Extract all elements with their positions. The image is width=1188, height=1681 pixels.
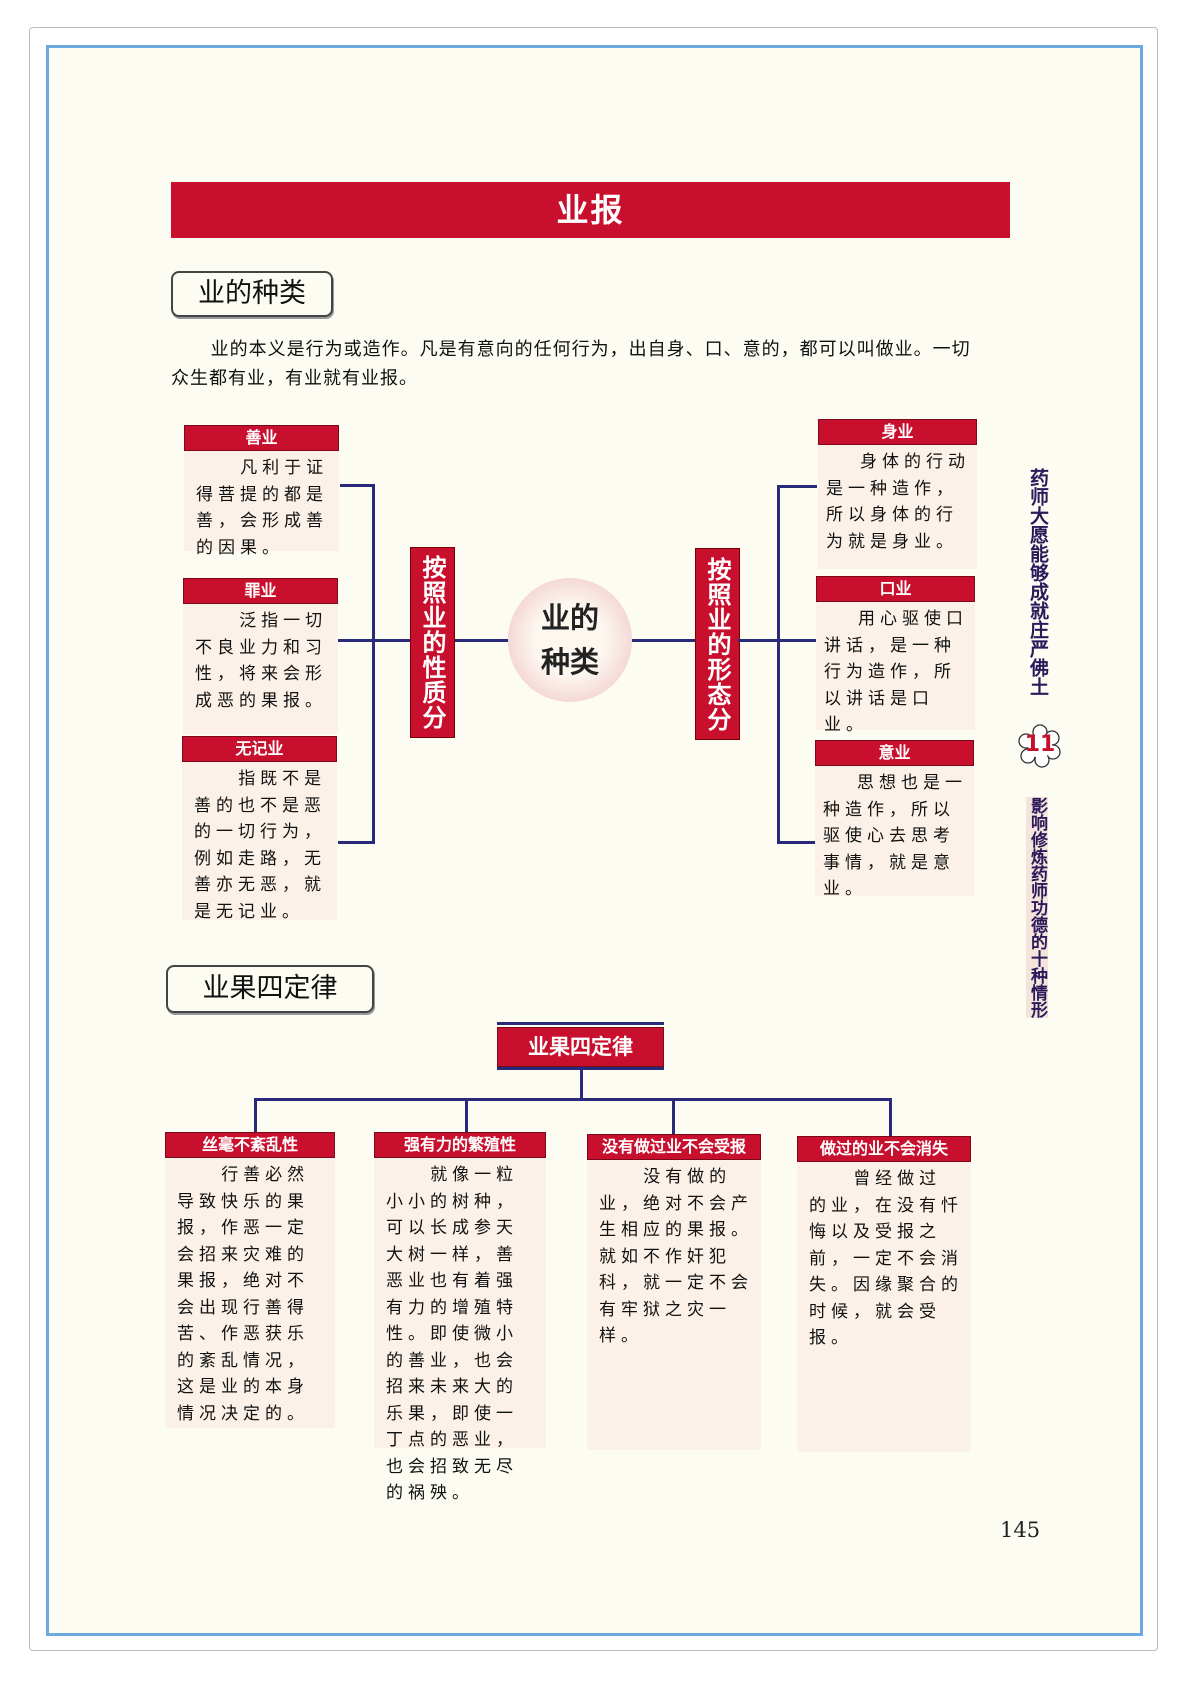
item-text: 就像一粒小小的树种，可以长成参天大树一样，善恶业也有着强有力的增殖特性。即使微小… [374, 1158, 546, 1503]
connector [338, 841, 374, 844]
connector [889, 1098, 892, 1136]
connector [254, 1098, 892, 1101]
connector [672, 1098, 675, 1134]
item-text: 指既不是善的也不是恶的一切行为，例如走路，无善亦无恶，就是无记业。 [182, 762, 337, 922]
page-number: 145 [1000, 1518, 1041, 1542]
item-title: 无记业 [182, 736, 337, 762]
law-item-4: 做过的业不会消失 曾经做过的业，在没有忏悔以及受报之前，一定不会消失。因缘聚合的… [797, 1136, 971, 1452]
left-item-neutral: 无记业 指既不是善的也不是恶的一切行为，例如走路，无善亦无恶，就是无记业。 [182, 736, 337, 922]
axis-by-form: 按照业的形态分 [695, 548, 740, 740]
item-text: 没有做的业，绝对不会产生相应的果报。就如不作奸犯科，就一定不会有牢狱之灾一样。 [587, 1160, 761, 1450]
left-item-sin: 罪业 泛指一切不良业力和习性，将来会形成恶的果报。 [183, 578, 338, 734]
law-item-2: 强有力的繁殖性 就像一粒小小的树种，可以长成参天大树一样，善恶业也有着强有力的增… [374, 1132, 546, 1503]
item-text: 身体的行动是一种造作，所以身体的行为就是身业。 [818, 445, 977, 569]
item-text: 行善必然导致快乐的果报，作恶一定会招来灾难的果报，绝对不会出现行善得苦、作恶获乐… [165, 1158, 335, 1428]
page-title: 业报 [171, 182, 1010, 238]
chapter-number: 11 [1024, 732, 1056, 757]
item-text: 思想也是一种造作，所以驱使心去思考事情，就是意业。 [815, 766, 974, 899]
connector [632, 639, 695, 642]
right-item-speech: 口业 用心驱使口讲话，是一种行为造作，所以讲话是口业。 [816, 576, 975, 735]
connector [777, 485, 817, 488]
left-item-good: 善业 凡利于证得菩提的都是善，会形成善的因果。 [184, 425, 339, 558]
item-text: 曾经做过的业，在没有忏悔以及受报之前，一定不会消失。因缘聚合的时候，就会受报。 [797, 1162, 971, 1452]
right-item-body: 身业 身体的行动是一种造作，所以身体的行为就是身业。 [818, 419, 977, 569]
connector [338, 639, 410, 642]
item-title: 丝毫不紊乱性 [165, 1132, 335, 1158]
connector [777, 485, 780, 844]
chapter-title: 药师大愿能够成就庄严佛土 [1027, 468, 1049, 696]
law-item-1: 丝毫不紊乱性 行善必然导致快乐的果报，作恶一定会招来灾难的果报，绝对不会出现行善… [165, 1132, 335, 1428]
intro-paragraph: 业的本义是行为或造作。凡是有意向的任何行为，出自身、口、意的，都可以叫做业。一切… [171, 339, 971, 389]
item-text: 泛指一切不良业力和习性，将来会形成恶的果报。 [183, 604, 338, 734]
item-text: 用心驱使口讲话，是一种行为造作，所以讲话是口业。 [816, 602, 975, 735]
connector [465, 1098, 468, 1132]
law-item-3: 没有做过业不会受报 没有做的业，绝对不会产生相应的果报。就如不作奸犯科，就一定不… [587, 1134, 761, 1450]
connector [777, 841, 817, 844]
item-title: 口业 [816, 576, 975, 602]
connector [453, 639, 509, 642]
item-title: 身业 [818, 419, 977, 445]
connector [340, 484, 374, 487]
item-text: 凡利于证得菩提的都是善，会形成善的因果。 [184, 451, 339, 558]
root-label: 业果四定律 [497, 1027, 664, 1067]
connector [580, 1070, 583, 1100]
item-title: 善业 [184, 425, 339, 451]
center-circle: 业的 种类 [508, 578, 632, 702]
section-side-title: 影响修炼药师功德的十种情形 [1026, 797, 1048, 1018]
connector [254, 1098, 257, 1132]
right-item-mind: 意业 思想也是一种造作，所以驱使心去思考事情，就是意业。 [815, 740, 974, 899]
item-title: 罪业 [183, 578, 338, 604]
root-node: 业果四定律 [497, 1022, 664, 1070]
section-heading-types: 业的种类 [171, 271, 333, 317]
item-title: 意业 [815, 740, 974, 766]
connector [372, 484, 375, 844]
center-line-1: 业的 [540, 601, 599, 635]
axis-by-nature: 按照业的性质分 [410, 547, 455, 738]
section-heading-laws: 业果四定律 [166, 965, 374, 1013]
chapter-number-flower-icon [1018, 724, 1061, 768]
item-title: 做过的业不会消失 [797, 1136, 971, 1162]
item-title: 没有做过业不会受报 [587, 1134, 761, 1160]
item-title: 强有力的繁殖性 [374, 1132, 546, 1158]
center-line-2: 种类 [540, 645, 599, 679]
outer-frame [29, 27, 1158, 1651]
